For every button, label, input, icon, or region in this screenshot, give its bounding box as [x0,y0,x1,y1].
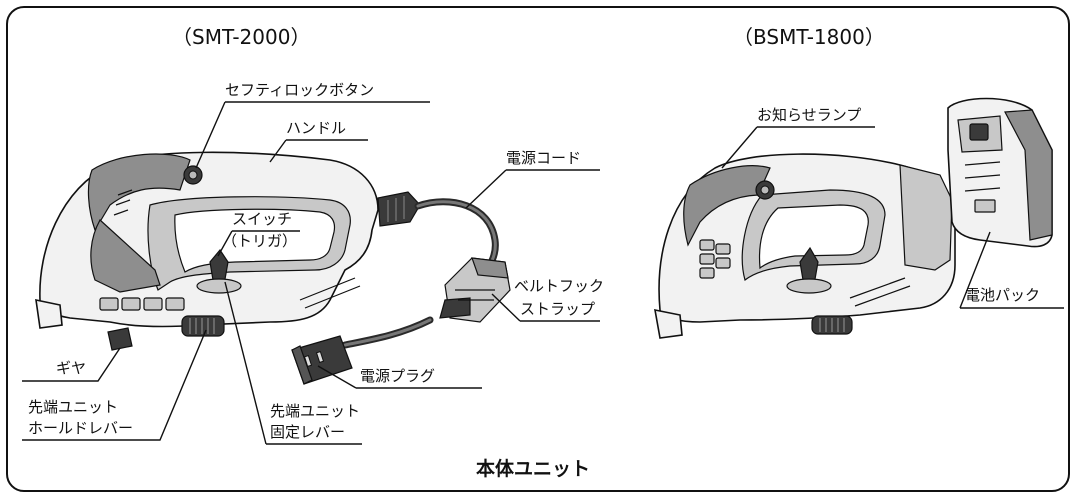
smt-2000-tool-illustration [35,151,421,351]
battery-pack-illustration [947,97,1053,248]
label-switch-line2: （トリガ） [222,232,297,250]
diagram-frame [6,6,1070,492]
footer-caption: 本体ユニット [476,457,590,480]
label-tip-hold-line1: 先端ユニット [28,398,118,416]
label-switch-line1: スイッチ [232,210,292,228]
label-belt-hook-line1: ベルトフック [514,277,604,295]
leader-battery-pack [959,231,1064,309]
power-plug-illustration [291,335,353,385]
leader-tip-fix-lever [224,281,362,445]
leader-handle [269,139,368,163]
label-tip-fix-line2: 固定レバー [270,423,345,441]
label-power-cord: 電源コード [506,149,581,167]
bsmt-1800-tool-illustration [654,153,956,339]
label-battery-pack: 電池パック [965,286,1040,304]
label-tip-hold-line2: ホールドレバー [28,419,133,437]
leader-belt-hook-strap [491,293,600,322]
leader-notify-lamp [721,126,875,169]
label-safety-lock-button: セフティロックボタン [225,81,374,99]
label-power-plug: 電源プラグ [360,367,435,385]
label-handle: ハンドル [286,119,346,137]
leader-tip-hold-lever [22,329,207,441]
model-title-right: （BSMT-1800） [733,25,885,49]
label-tip-fix-line1: 先端ユニット [270,402,360,420]
leader-power-plug [317,365,482,389]
label-belt-hook-line2: ストラップ [520,300,595,318]
model-title-left: （SMT-2000） [172,25,310,49]
leader-power-cord [465,169,600,209]
leader-safety-lock-button [195,101,430,169]
leader-gear [22,347,121,382]
label-notify-lamp: お知らせランプ [757,106,861,124]
leader-switch [217,230,300,257]
belt-hook-strap-illustration [439,257,511,323]
label-gear: ギヤ [56,359,86,377]
